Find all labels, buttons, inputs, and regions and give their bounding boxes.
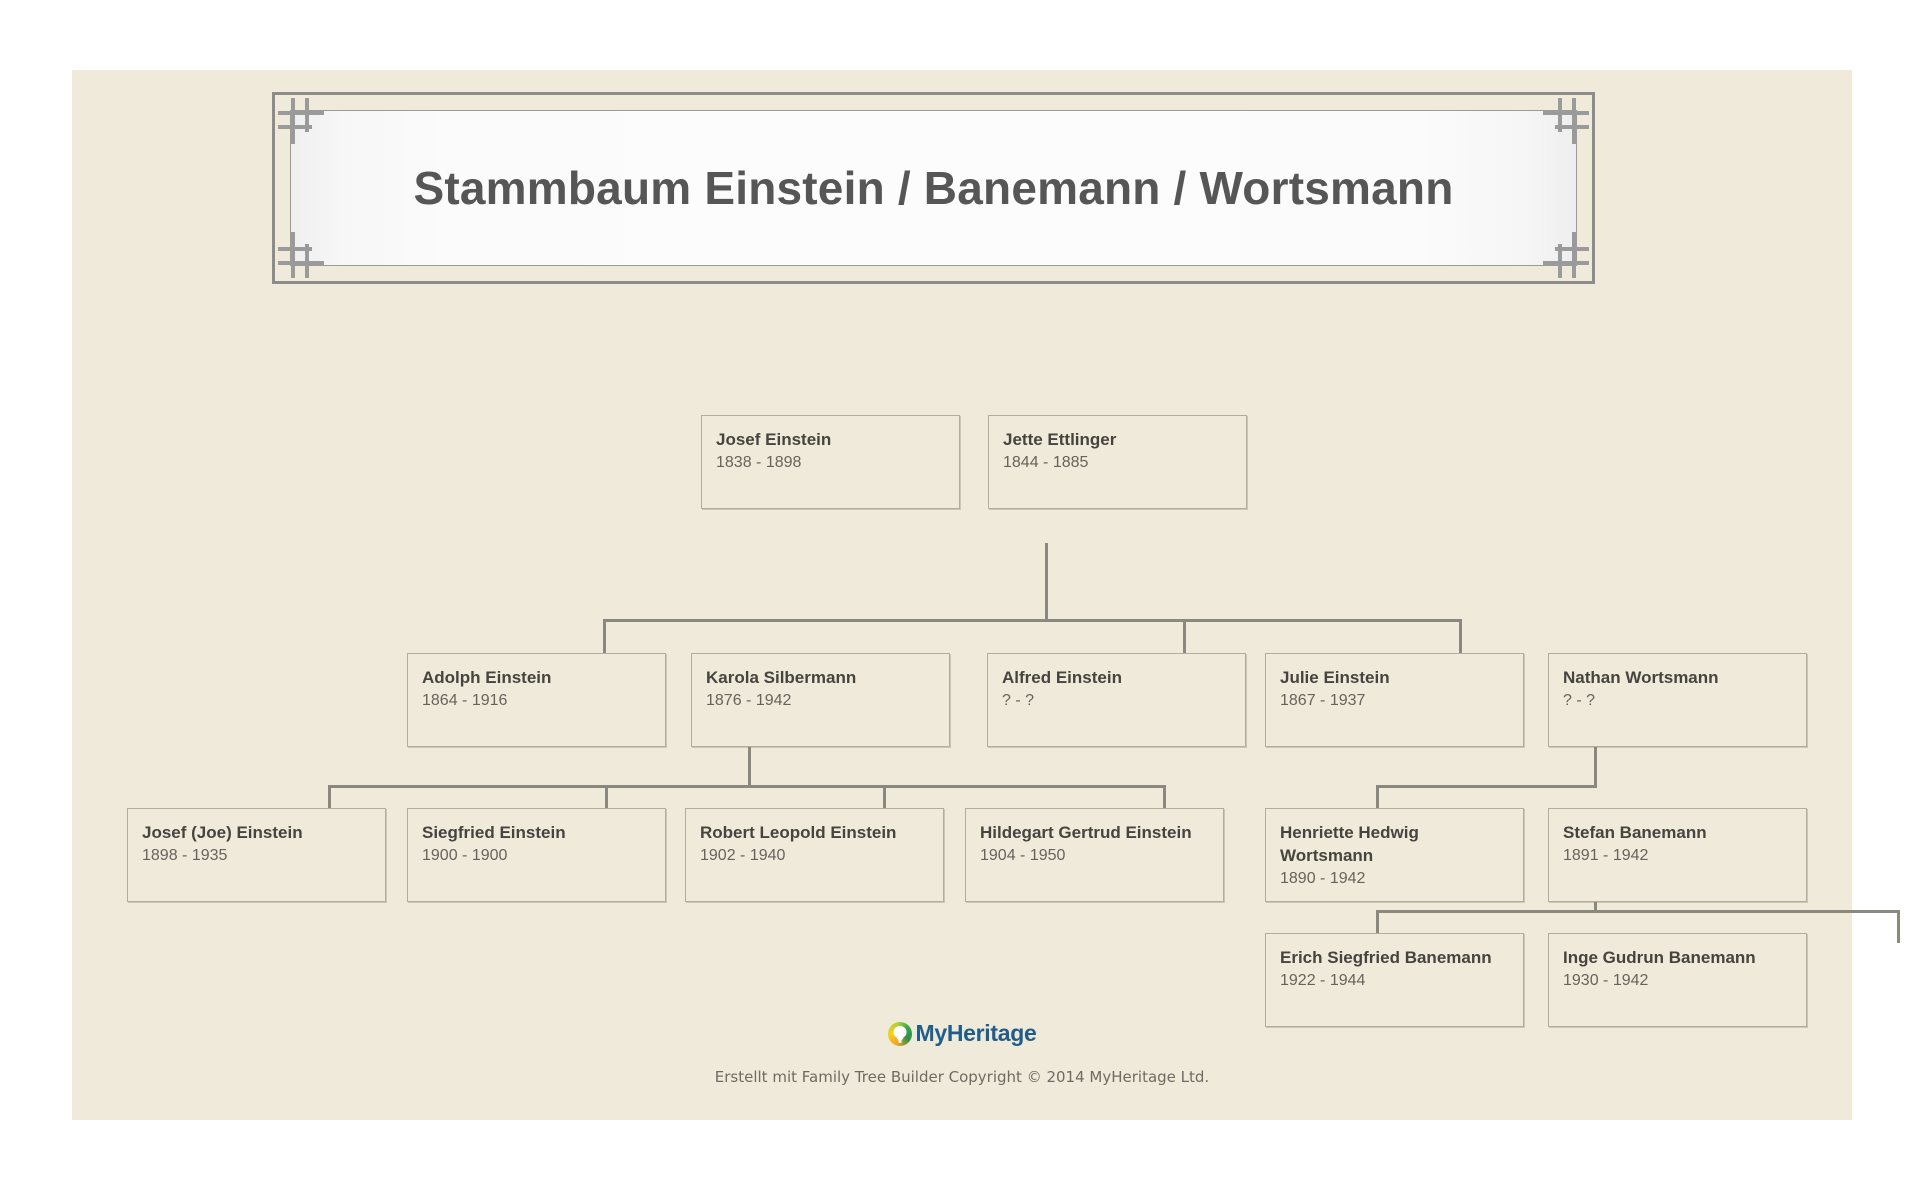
person-name: Henriette Hedwig Wortsmann xyxy=(1280,823,1419,865)
connector-line xyxy=(1376,785,1597,788)
footer-credit: Erstellt mit Family Tree Builder Copyrig… xyxy=(714,1067,1210,1086)
footer: MyHeritage Erstellt mit Family Tree Buil… xyxy=(72,1020,1852,1086)
person-name: Alfred Einstein xyxy=(1002,668,1122,687)
myheritage-logo[interactable]: MyHeritage xyxy=(887,1020,1037,1047)
person-box-hildegart-gertrud-einstein[interactable]: Hildegart Gertrud Einstein 1904 - 1950 xyxy=(965,808,1224,902)
person-dates: 1922 - 1944 xyxy=(1280,972,1366,989)
person-box-josef-joe-einstein[interactable]: Josef (Joe) Einstein 1898 - 1935 xyxy=(127,808,386,902)
person-box-josef-einstein[interactable]: Josef Einstein 1838 - 1898 xyxy=(701,415,960,509)
page-title: Stammbaum Einstein / Banemann / Wortsman… xyxy=(413,162,1454,214)
person-box-jette-ettlinger[interactable]: Jette Ettlinger 1844 - 1885 xyxy=(988,415,1247,509)
person-dates: 1904 - 1950 xyxy=(980,847,1066,864)
connector-line xyxy=(603,619,1462,622)
person-name: Josef (Joe) Einstein xyxy=(142,823,303,842)
person-dates: 1900 - 1900 xyxy=(422,847,508,864)
person-dates: 1838 - 1898 xyxy=(716,454,802,471)
person-box-robert-leopold-einstein[interactable]: Robert Leopold Einstein 1902 - 1940 xyxy=(685,808,944,902)
banner-outer-rule xyxy=(272,92,1595,284)
person-dates: 1876 - 1942 xyxy=(706,692,792,709)
connector-line xyxy=(603,619,606,653)
person-box-adolph-einstein[interactable]: Adolph Einstein 1864 - 1916 xyxy=(407,653,666,747)
connector-line xyxy=(1045,543,1048,621)
person-box-stefan-banemann[interactable]: Stefan Banemann 1891 - 1942 xyxy=(1548,808,1807,902)
connector-line xyxy=(1376,910,1379,943)
person-box-alfred-einstein[interactable]: Alfred Einstein ? - ? xyxy=(987,653,1246,747)
person-box-henriette-hedwig-wortsmann[interactable]: Henriette Hedwig Wortsmann 1890 - 1942 xyxy=(1265,808,1524,902)
connector-line xyxy=(1459,619,1462,653)
person-dates: 1864 - 1916 xyxy=(422,692,508,709)
connector-line xyxy=(1163,785,1166,818)
person-box-erich-siegfried-banemann[interactable]: Erich Siegfried Banemann 1922 - 1944 xyxy=(1265,933,1524,1027)
person-name: Jette Ettlinger xyxy=(1003,430,1117,449)
family-tree-canvas: Stammbaum Einstein / Banemann / Wortsman… xyxy=(72,70,1900,1120)
person-dates: 1902 - 1940 xyxy=(700,847,786,864)
person-dates: 1844 - 1885 xyxy=(1003,454,1089,471)
person-name: Josef Einstein xyxy=(716,430,832,449)
title-banner: Stammbaum Einstein / Banemann / Wortsman… xyxy=(272,92,1595,284)
connector-line xyxy=(1897,910,1900,943)
person-name: Siegfried Einstein xyxy=(422,823,566,842)
connector-line xyxy=(883,785,886,818)
person-dates: 1898 - 1935 xyxy=(142,847,228,864)
person-dates: ? - ? xyxy=(1563,692,1596,709)
brand-name: MyHeritage xyxy=(915,1020,1037,1046)
connector-line xyxy=(328,785,331,818)
connector-line xyxy=(1594,707,1597,787)
person-box-julie-einstein[interactable]: Julie Einstein 1867 - 1937 xyxy=(1265,653,1524,747)
connector-line xyxy=(748,707,751,787)
person-dates: 1891 - 1942 xyxy=(1563,847,1649,864)
person-name: Karola Silbermann xyxy=(706,668,857,687)
person-name: Inge Gudrun Banemann xyxy=(1563,948,1756,967)
person-name: Nathan Wortsmann xyxy=(1563,668,1719,687)
connector-line xyxy=(1183,619,1186,653)
person-box-nathan-wortsmann[interactable]: Nathan Wortsmann ? - ? xyxy=(1548,653,1807,747)
person-dates: 1890 - 1942 xyxy=(1280,870,1366,887)
person-dates: ? - ? xyxy=(1002,692,1035,709)
person-dates: 1867 - 1937 xyxy=(1280,692,1366,709)
person-box-siegfried-einstein[interactable]: Siegfried Einstein 1900 - 1900 xyxy=(407,808,666,902)
connector-line xyxy=(328,785,1166,788)
person-name: Adolph Einstein xyxy=(422,668,552,687)
person-dates: 1930 - 1942 xyxy=(1563,972,1649,989)
person-name: Stefan Banemann xyxy=(1563,823,1707,842)
connector-line xyxy=(1376,910,1900,913)
person-box-karola-silbermann[interactable]: Karola Silbermann 1876 - 1942 xyxy=(691,653,950,747)
person-name: Erich Siegfried Banemann xyxy=(1280,948,1492,967)
person-box-inge-gudrun-banemann[interactable]: Inge Gudrun Banemann 1930 - 1942 xyxy=(1548,933,1807,1027)
connector-line xyxy=(605,785,608,818)
myheritage-tree-logo-icon xyxy=(887,1021,912,1046)
banner-plate: Stammbaum Einstein / Banemann / Wortsman… xyxy=(290,110,1577,266)
person-name: Julie Einstein xyxy=(1280,668,1390,687)
person-name: Robert Leopold Einstein xyxy=(700,823,897,842)
person-name: Hildegart Gertrud Einstein xyxy=(980,823,1192,842)
connector-line xyxy=(1376,785,1379,818)
